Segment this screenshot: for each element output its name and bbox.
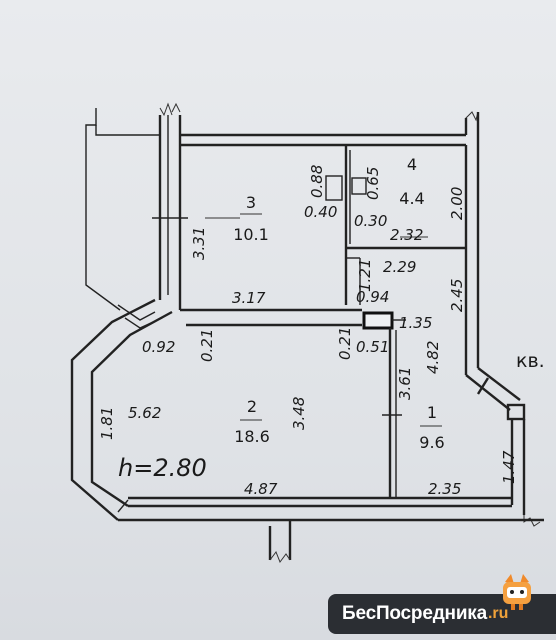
brand-suffix: .ru	[487, 605, 509, 622]
ceiling-height-label: h=2.80	[118, 454, 207, 482]
dim-2-35: 2.35	[428, 480, 461, 498]
wall-mid	[180, 308, 406, 330]
wall-right	[464, 145, 541, 527]
dim-3-61: 3.61	[396, 367, 414, 400]
dim-0-21-right: 0.21	[336, 327, 354, 360]
toilet-fixture	[351, 177, 367, 195]
room-3-area: 10.1	[233, 225, 269, 244]
dim-0-40: 0.40	[304, 203, 337, 221]
dim-2-29: 2.29	[383, 258, 416, 276]
sink-fixture	[325, 175, 343, 201]
room-3-number: 3	[246, 193, 256, 212]
room-4-area: 4.4	[399, 189, 424, 208]
wall-column-left	[152, 102, 188, 295]
wall-bottom	[117, 496, 544, 564]
dim-3-31: 3.31	[190, 227, 208, 260]
ventilation-shaft	[362, 311, 394, 330]
dim-4-82: 4.82	[424, 341, 442, 374]
room-1-area: 9.6	[419, 433, 444, 452]
apartment-label: кв.	[516, 350, 545, 372]
dim-2-00: 2.00	[448, 187, 466, 220]
dim-0-88: 0.88	[308, 165, 326, 198]
balcony-outline	[85, 108, 160, 311]
dim-0-92: 0.92	[142, 338, 175, 356]
mascot-icon	[503, 574, 531, 610]
room-1-number: 1	[427, 403, 437, 422]
dim-1-21: 1.21	[356, 259, 374, 292]
dim-1-35: 1.35	[399, 314, 432, 332]
dim-5-62: 5.62	[128, 404, 161, 422]
dim-1-81: 1.81	[98, 407, 116, 440]
dim-0-30: 0.30	[354, 212, 387, 230]
bathroom-walls	[325, 145, 466, 305]
dim-4-87: 4.87	[244, 480, 278, 498]
dimension-ticks	[205, 213, 442, 427]
wall-bay	[70, 295, 182, 521]
dim-0-51: 0.51	[356, 338, 389, 356]
dim-3-17: 3.17	[232, 289, 266, 307]
wall-top	[180, 111, 480, 147]
dim-2-45: 2.45	[448, 279, 466, 312]
dim-3-48: 3.48	[290, 397, 308, 430]
brand-name: БесПосредника	[342, 603, 487, 624]
dim-0-21-left: 0.21	[198, 329, 216, 362]
dim-2-32: 2.32	[390, 226, 423, 244]
room-2-area: 18.6	[234, 427, 270, 446]
dim-1-47: 1.47	[500, 450, 518, 484]
dim-0-94: 0.94	[356, 288, 389, 306]
room-4-number: 4	[407, 155, 417, 174]
dim-0-65: 0.65	[364, 167, 382, 200]
room-2-number: 2	[247, 397, 257, 416]
wall-room1	[382, 328, 402, 498]
